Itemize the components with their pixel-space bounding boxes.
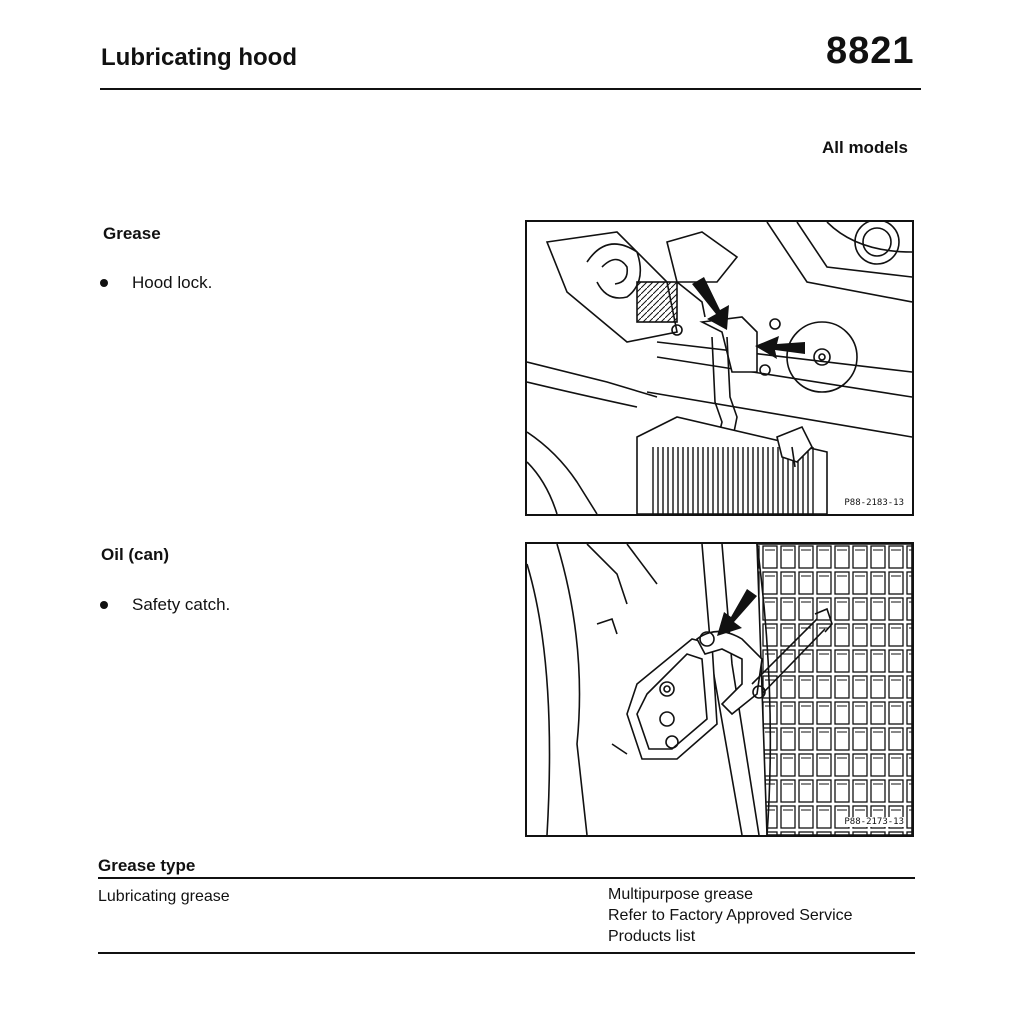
- table-bottom-divider: [98, 952, 915, 954]
- list-item-text: Safety catch.: [132, 595, 231, 614]
- bullet-icon: [100, 279, 108, 287]
- table-heading: Grease type: [98, 856, 196, 875]
- spec-line: Multipurpose grease: [608, 886, 753, 903]
- list-item: Hood lock.: [100, 273, 212, 293]
- hood-lock-illustration-icon: [527, 222, 912, 514]
- bullet-icon: [100, 601, 108, 609]
- page-number: 8821: [826, 30, 915, 72]
- figure-label: P88-2173-13: [842, 817, 906, 827]
- figure-hood-lock: P88-2183-13: [525, 220, 914, 516]
- applicability-label: All models: [822, 138, 908, 157]
- figure-safety-catch: P88-2173-13: [525, 542, 914, 837]
- safety-catch-illustration-icon: [527, 544, 912, 835]
- section-heading-grease: Grease: [103, 224, 161, 243]
- page-title: Lubricating hood: [101, 44, 297, 71]
- section-heading-oil: Oil (can): [101, 545, 170, 564]
- list-item: Safety catch.: [100, 595, 230, 615]
- table-cell-spec: Multipurpose grease Refer to Factory App…: [608, 884, 853, 947]
- spec-line: Products list: [608, 928, 696, 945]
- table-cell-name: Lubricating grease: [98, 888, 230, 905]
- spec-line: Refer to Factory Approved Service: [608, 907, 853, 924]
- figure-label: P88-2183-13: [842, 498, 906, 508]
- list-item-text: Hood lock.: [132, 273, 213, 292]
- table-header-divider: [98, 877, 915, 879]
- header-divider: [100, 88, 921, 90]
